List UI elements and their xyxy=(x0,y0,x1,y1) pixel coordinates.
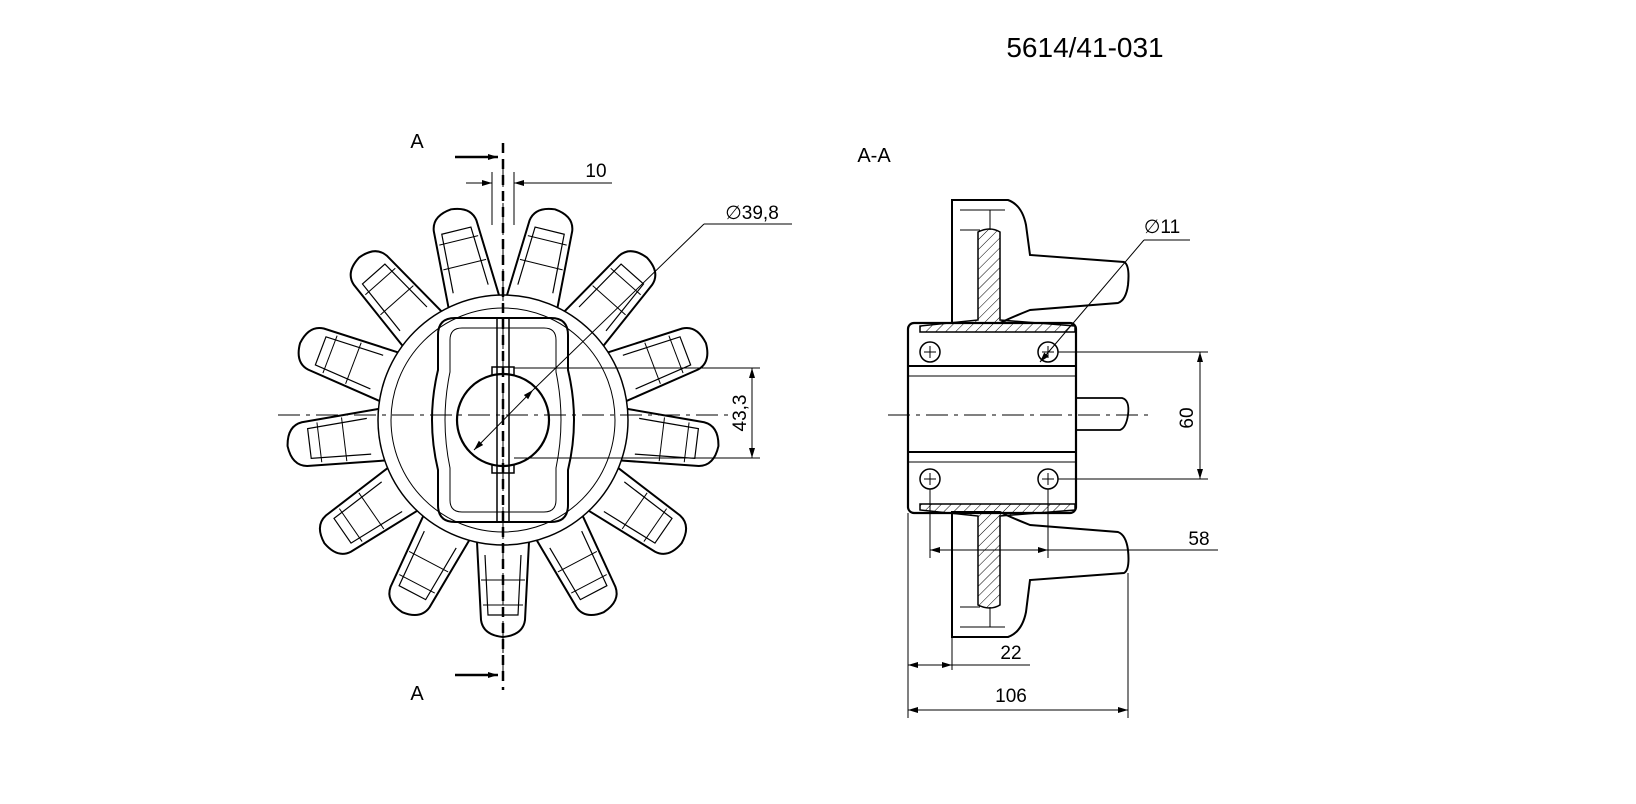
dim-tooth-length: 58 xyxy=(1188,529,1209,550)
section-view xyxy=(906,199,1130,638)
front-centerlines xyxy=(278,165,728,690)
dim-hole-diameter-lines xyxy=(1039,239,1190,363)
sprocket-tooth xyxy=(432,207,501,308)
sprocket-tooth xyxy=(505,207,574,308)
dim-overall-width-lines xyxy=(908,573,1129,718)
sprocket-tooth xyxy=(620,407,720,467)
sprocket-tooth xyxy=(318,467,418,555)
dim-bore-diameter: ∅39,8 xyxy=(725,203,779,224)
upper-flange xyxy=(951,199,1130,324)
dim-flange-offset-lines xyxy=(907,513,1030,718)
part-number: 5614/41-031 xyxy=(1006,32,1163,63)
dim-bolt-spacing-lines xyxy=(1058,351,1208,480)
sprocket-tooth xyxy=(535,515,618,616)
section-marker-top: A xyxy=(410,131,424,153)
sprocket-tooth xyxy=(588,467,688,555)
web-hatched-lower xyxy=(919,503,1076,609)
dim-bolt-spacing: 60 xyxy=(1177,407,1198,428)
hub-body xyxy=(906,321,1078,515)
section-marker-bottom: A xyxy=(410,683,424,705)
dim-bore-diameter-lines xyxy=(473,223,792,451)
dim-key-height: 43,3 xyxy=(730,395,751,432)
sprocket-tooth xyxy=(607,326,709,402)
dim-key-height-lines xyxy=(514,367,760,459)
sprocket-tooth xyxy=(286,407,386,467)
sprocket-tooth xyxy=(563,250,657,347)
section-cut-line xyxy=(455,143,505,690)
dim-flange-offset: 22 xyxy=(1000,643,1021,664)
sprocket-tooth xyxy=(388,515,471,616)
sprocket-tooth xyxy=(297,326,399,402)
dim-tooth-length-lines xyxy=(929,489,1218,558)
sprocket-tooth xyxy=(349,250,443,347)
web-hatched-upper xyxy=(919,228,1076,333)
dim-slot-width: 10 xyxy=(585,161,606,182)
hub-boss xyxy=(431,317,575,523)
dim-slot-width-lines xyxy=(466,172,612,225)
dim-overall-width: 106 xyxy=(995,686,1027,707)
dim-hole-diameter: ∅11 xyxy=(1144,217,1180,238)
section-view-label: A-A xyxy=(857,145,891,167)
side-tooth xyxy=(1076,397,1130,431)
hub-boss-inner xyxy=(444,327,562,513)
